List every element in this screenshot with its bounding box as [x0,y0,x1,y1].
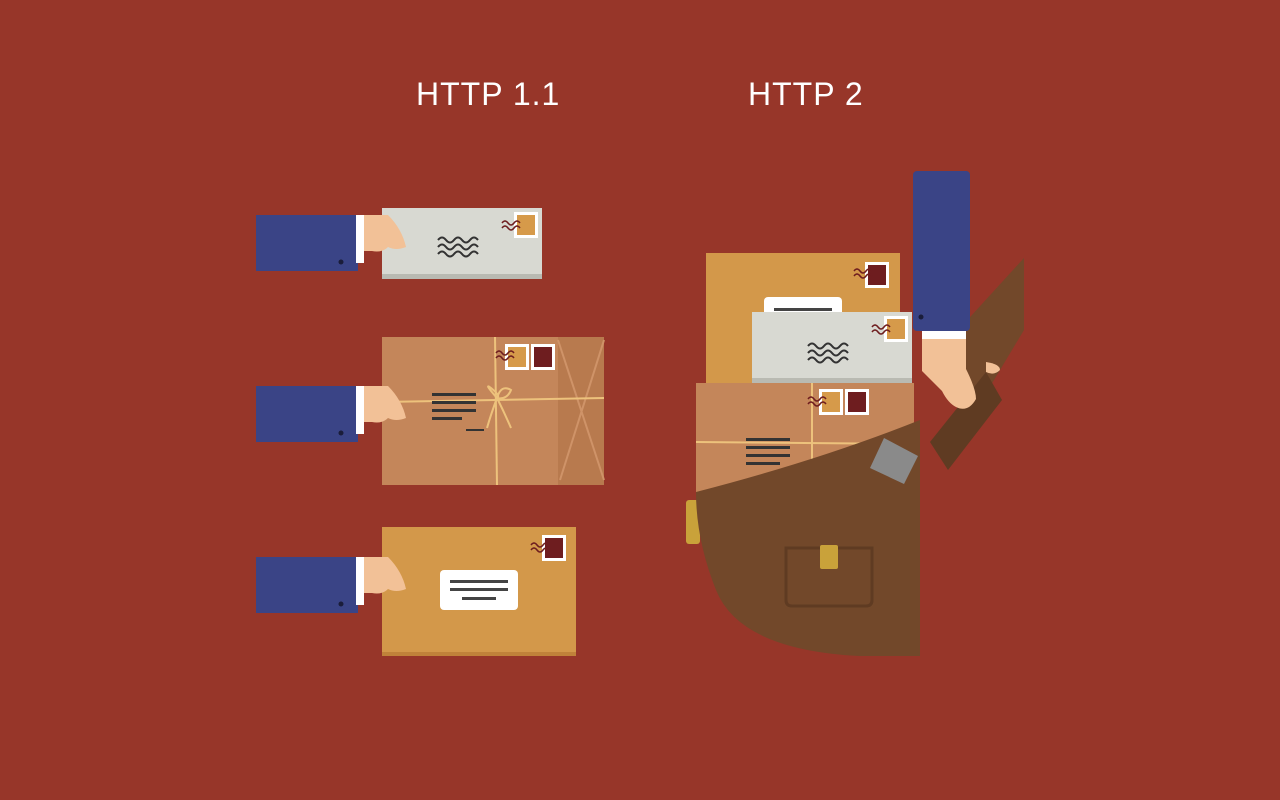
stamp-icon [807,389,869,415]
http2-heading: HTTP 2 [748,76,864,112]
envelope-icon [752,312,912,383]
stamp-icon [501,212,538,238]
hand-icon [256,557,406,613]
box-icon [382,527,576,656]
envelope-icon [382,208,542,279]
stamp-icon [853,262,889,288]
stamp-icon [530,535,566,561]
http11-parcel-delivery [256,336,605,486]
hand-icon [913,171,1000,409]
http11-heading: HTTP 1.1 [416,76,561,112]
stamp-icon [871,316,908,342]
parcel-icon [381,336,605,486]
hand-icon [256,215,406,271]
http2-bag-delivery [686,171,1024,656]
hand-icon [256,386,406,442]
stamp-icon [495,344,555,370]
http11-envelope-delivery [256,208,542,279]
http11-box-delivery [256,527,576,656]
